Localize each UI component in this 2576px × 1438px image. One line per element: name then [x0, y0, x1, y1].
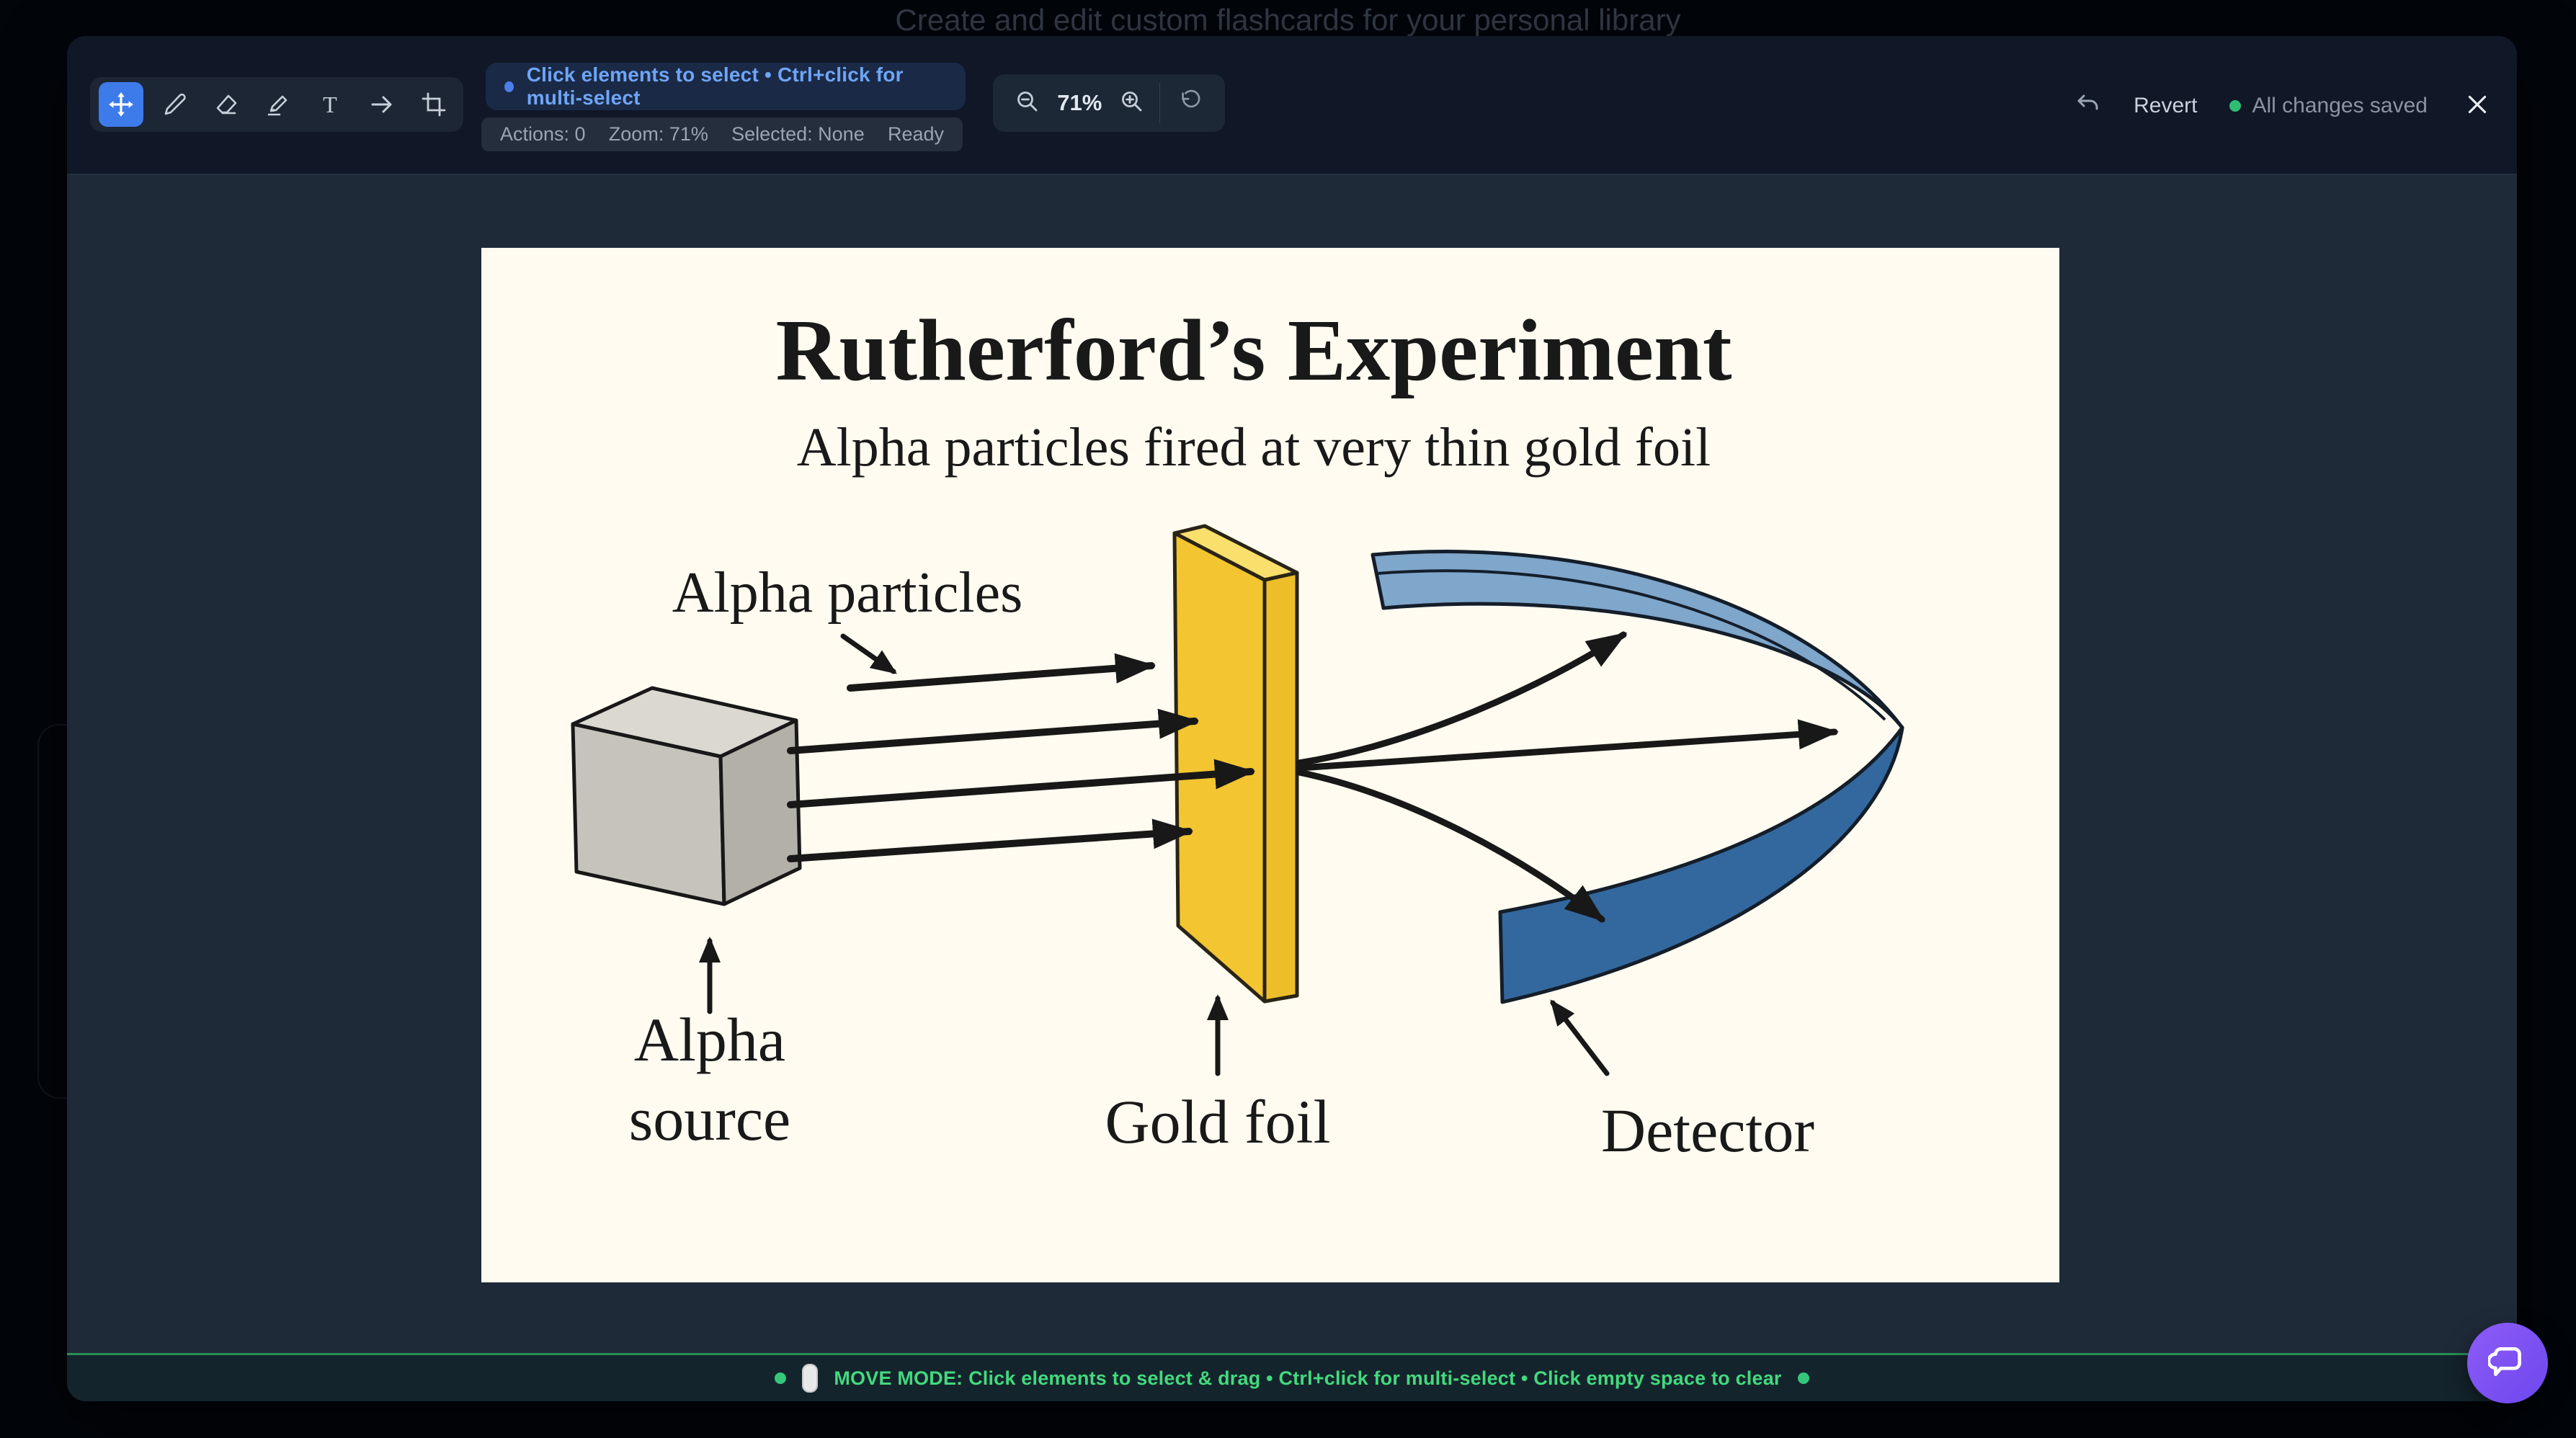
close-button[interactable]	[2464, 91, 2491, 122]
zoom-controls-divider	[1159, 83, 1161, 123]
chat-bubble-icon	[2488, 1342, 2527, 1385]
diagram-subtitle: Alpha particles fired at very thin gold …	[797, 417, 1711, 478]
detector-pointer	[1553, 1003, 1607, 1073]
mode-indicator-dot	[504, 81, 514, 92]
zoom-controls: 71%	[993, 74, 1225, 132]
tool-palette: T	[90, 77, 463, 132]
move-tool-button[interactable]	[99, 82, 143, 127]
svg-text:T: T	[323, 91, 337, 117]
save-status-text: All changes saved	[2252, 94, 2428, 118]
label-detector: Detector	[1601, 1096, 1814, 1165]
chat-fab-button[interactable]	[2467, 1323, 2548, 1403]
diagram-title: Rutherford’s Experiment	[775, 302, 1732, 399]
mode-status-pill: Click elements to select • Ctrl+click fo…	[486, 63, 966, 110]
reset-view-button[interactable]	[1169, 80, 1212, 126]
canvas-image[interactable]: Rutherford’s Experiment Alpha particles …	[481, 248, 2059, 1282]
mouse-icon	[802, 1364, 818, 1393]
eraser-tool-button[interactable]	[205, 84, 247, 125]
text-tool-icon: T	[317, 91, 343, 117]
page-title: Create and edit custom flashcards for yo…	[0, 0, 2576, 40]
flashcard-image-editor-modal: T	[67, 36, 2517, 1401]
arrows-move-icon	[107, 91, 135, 118]
saved-indicator-dot	[2229, 100, 2241, 112]
label-gold-foil: Gold foil	[1105, 1087, 1331, 1156]
stat-actions: Actions: 0	[500, 123, 586, 146]
rotate-ccw-icon	[1178, 89, 1203, 117]
marker-icon	[265, 91, 291, 117]
zoom-level-value: 71%	[1049, 90, 1111, 116]
stat-selected: Selected: None	[731, 123, 865, 146]
undo-icon	[2073, 90, 2102, 122]
alpha-source-cube	[573, 688, 800, 904]
crop-tool-button[interactable]	[413, 84, 455, 125]
text-tool-button[interactable]: T	[309, 84, 351, 125]
rutherford-diagram: Rutherford’s Experiment Alpha particles …	[481, 248, 2059, 1282]
zoom-in-icon	[1119, 89, 1145, 118]
eraser-icon	[213, 91, 239, 117]
footer-left-dot	[775, 1372, 786, 1384]
mode-footer-bar: MOVE MODE: Click elements to select & dr…	[67, 1353, 2517, 1401]
label-alpha-source-line1: Alpha	[634, 1005, 785, 1074]
stat-zoom: Zoom: 71%	[609, 123, 708, 146]
header-actions: Revert All changes saved	[2073, 77, 2491, 135]
crop-icon	[421, 91, 447, 117]
editor-stats-bar: Actions: 0 Zoom: 71% Selected: None Read…	[481, 117, 963, 151]
arrow-tool-button[interactable]	[361, 84, 403, 125]
zoom-in-button[interactable]	[1110, 80, 1154, 126]
pencil-tool-button[interactable]	[153, 84, 195, 125]
alpha-particles-pointer	[843, 636, 893, 671]
save-status: All changes saved	[2229, 94, 2428, 118]
marker-tool-button[interactable]	[257, 84, 299, 125]
stat-state: Ready	[888, 123, 944, 146]
label-alpha-source-line2: source	[629, 1084, 790, 1153]
revert-button[interactable]: Revert	[2134, 94, 2197, 118]
label-alpha-particles: Alpha particles	[672, 561, 1022, 625]
close-icon	[2464, 91, 2491, 122]
detector-ring	[1373, 552, 1902, 1002]
pencil-icon	[161, 91, 187, 117]
editor-header: T	[67, 36, 2517, 175]
arrow-icon	[369, 91, 395, 117]
footer-right-dot	[1798, 1372, 1809, 1384]
zoom-out-icon	[1015, 89, 1040, 118]
zoom-out-button[interactable]	[1006, 80, 1049, 126]
undo-button[interactable]	[2073, 90, 2102, 122]
gold-foil-shape	[1175, 526, 1297, 1001]
mode-status-text: Click elements to select • Ctrl+click fo…	[527, 63, 947, 110]
footer-mode-message: MOVE MODE: Click elements to select & dr…	[834, 1367, 1781, 1390]
